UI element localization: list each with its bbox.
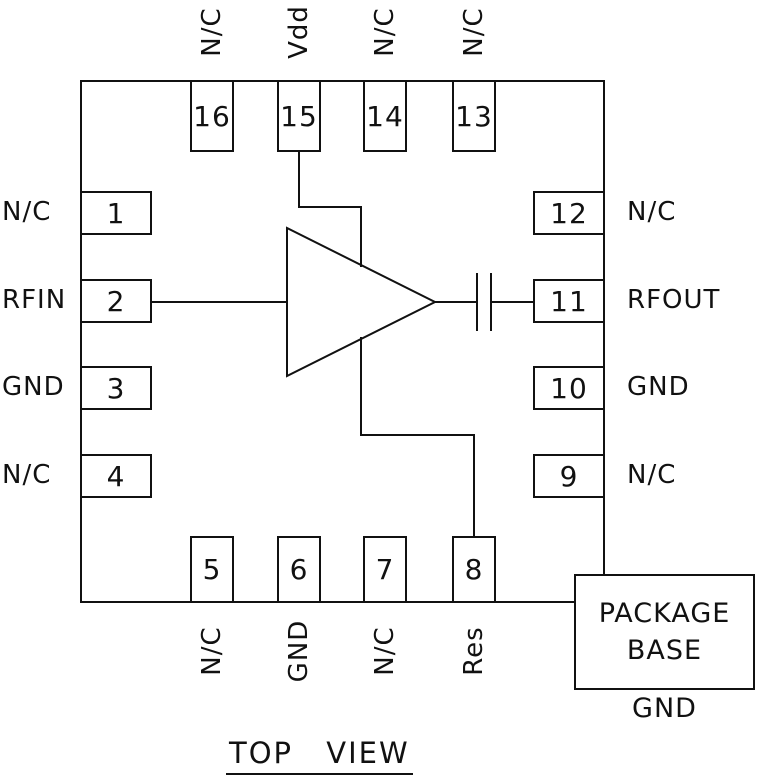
pin-label-9: N/C — [627, 460, 677, 490]
pin-number-16: 16 — [193, 99, 231, 133]
pin-number-5: 5 — [202, 553, 222, 586]
pin-label-2: RFIN — [2, 285, 67, 315]
pin-label-7: N/C — [370, 626, 400, 676]
pin-label-13: N/C — [459, 7, 489, 57]
pin-label-1: N/C — [2, 197, 52, 227]
pin-box-15: 15 — [277, 80, 321, 152]
wire-vdd — [298, 150, 362, 267]
pin-number-1: 1 — [106, 196, 126, 230]
capacitor-icon — [476, 273, 492, 331]
pin-number-8: 8 — [464, 553, 484, 586]
pin-number-3: 3 — [106, 371, 126, 405]
pin-box-3: 3 — [80, 366, 152, 410]
pin-box-9: 9 — [533, 454, 605, 498]
package-base-line2: BASE — [626, 635, 703, 666]
pin-box-7: 7 — [363, 536, 407, 603]
pin-box-10: 10 — [533, 366, 605, 410]
diagram-title: TOP VIEW — [226, 736, 413, 775]
pin-number-4: 4 — [106, 459, 126, 493]
pin-label-10: GND — [627, 372, 690, 402]
pin-number-10: 10 — [550, 371, 588, 405]
pin-number-15: 15 — [280, 99, 318, 133]
pin-box-8: 8 — [452, 536, 496, 603]
pin-box-16: 16 — [190, 80, 234, 152]
pin-label-6: GND — [284, 619, 314, 683]
pin-box-1: 1 — [80, 191, 152, 235]
pin-box-4: 4 — [80, 454, 152, 498]
pin-label-3: GND — [2, 372, 65, 402]
package-base-line1: PACKAGE — [598, 598, 731, 629]
package-base-box: PACKAGE BASE — [574, 574, 755, 690]
pin-label-16: N/C — [197, 7, 227, 57]
pin-number-9: 9 — [559, 459, 579, 493]
package-outline — [80, 80, 605, 603]
pin-box-12: 12 — [533, 191, 605, 235]
pin-number-7: 7 — [375, 553, 395, 586]
pin-label-11: RFOUT — [627, 285, 721, 315]
pin-box-11: 11 — [533, 279, 605, 323]
pin-box-6: 6 — [277, 536, 321, 603]
pin-label-14: N/C — [370, 7, 400, 57]
pin-label-5: N/C — [197, 626, 227, 676]
pin-label-4: N/C — [2, 460, 52, 490]
pin-number-11: 11 — [550, 284, 588, 318]
pin-label-15: Vdd — [284, 5, 314, 59]
pin-number-14: 14 — [366, 99, 404, 133]
pin-box-5: 5 — [190, 536, 234, 603]
pin-label-12: N/C — [627, 197, 677, 227]
pin-number-2: 2 — [106, 284, 126, 318]
pin-number-6: 6 — [289, 553, 309, 586]
wire-res — [360, 337, 475, 540]
pin-box-13: 13 — [452, 80, 496, 152]
pin-label-8: Res — [459, 626, 489, 676]
pin-number-12: 12 — [550, 196, 588, 230]
pin-number-13: 13 — [455, 99, 493, 133]
package-base-gnd-label: GND — [632, 693, 697, 724]
pin-box-2: 2 — [80, 279, 152, 323]
pin-box-14: 14 — [363, 80, 407, 152]
